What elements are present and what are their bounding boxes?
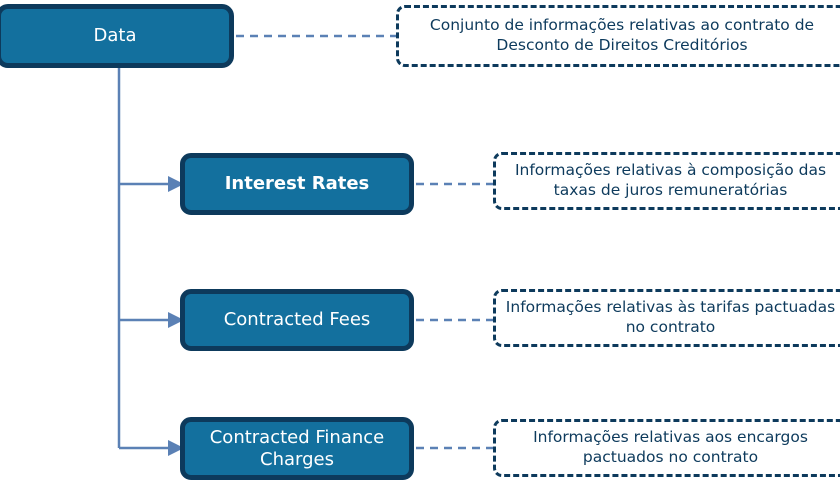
node-interest-rates-label: Interest Rates bbox=[224, 173, 370, 195]
node-contracted-fees-label: Contracted Fees bbox=[223, 309, 371, 331]
note-contracted-finance-charges: Informações relativas aos encargos pactu… bbox=[493, 419, 840, 477]
note-interest-rates-label: Informações relativas à composição das t… bbox=[514, 161, 827, 199]
note-data-label: Conjunto de informações relativas ao con… bbox=[429, 16, 815, 54]
arrowhead-interest-rates bbox=[168, 176, 184, 192]
node-contracted-fees[interactable]: Contracted Fees bbox=[180, 289, 414, 351]
node-data[interactable]: Data bbox=[0, 4, 234, 68]
arrowhead-contracted-finance-charges bbox=[168, 440, 184, 456]
arrowhead-contracted-fees bbox=[168, 312, 184, 328]
note-data: Conjunto de informações relativas ao con… bbox=[396, 5, 840, 67]
note-contracted-finance-charges-label: Informações relativas aos encargos pactu… bbox=[533, 428, 808, 466]
note-contracted-fees-label: Informações relativas às tarifas pactuad… bbox=[505, 298, 836, 336]
node-contracted-finance-charges-label: Contracted Finance Charges bbox=[209, 427, 385, 470]
node-data-label: Data bbox=[93, 25, 137, 47]
node-interest-rates[interactable]: Interest Rates bbox=[180, 153, 414, 215]
note-interest-rates: Informações relativas à composição das t… bbox=[493, 152, 840, 210]
node-contracted-finance-charges[interactable]: Contracted Finance Charges bbox=[180, 417, 414, 480]
note-contracted-fees: Informações relativas às tarifas pactuad… bbox=[493, 289, 840, 347]
